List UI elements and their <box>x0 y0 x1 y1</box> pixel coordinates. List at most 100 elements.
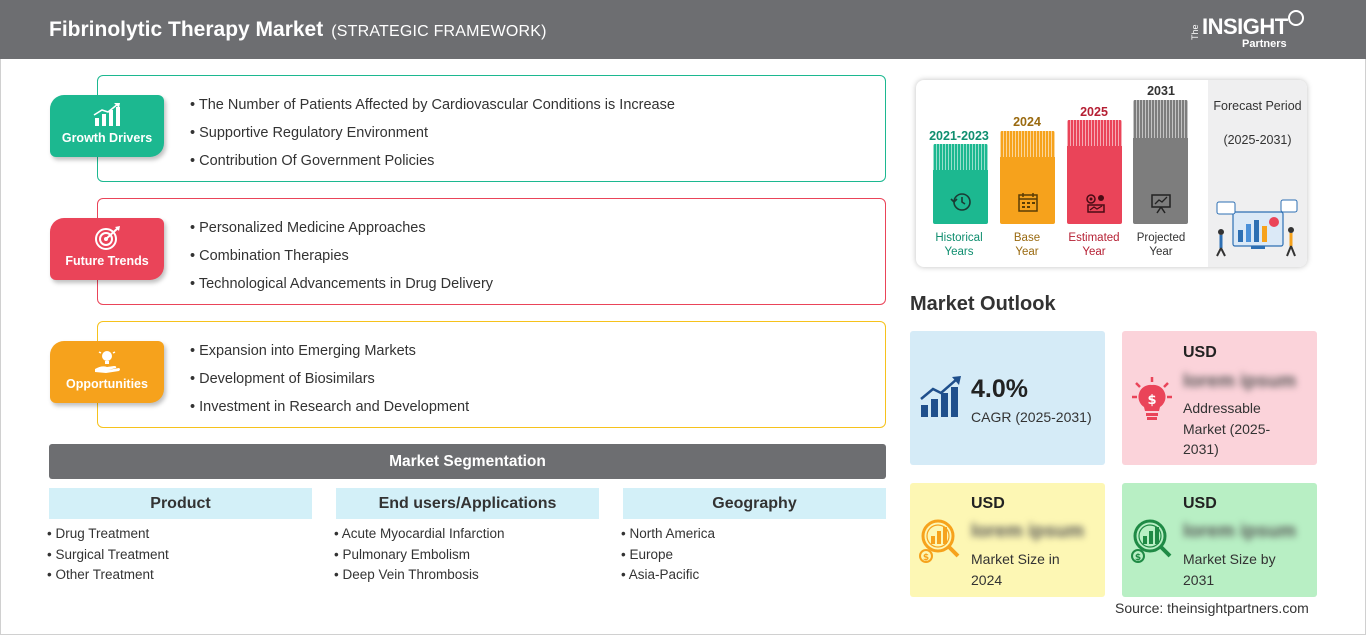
list-item: Europe <box>621 547 715 568</box>
magnifier-chart-icon: $ <box>1131 519 1172 563</box>
list-item: Investment in Research and Development <box>190 398 469 426</box>
presentation-icon <box>1151 194 1171 214</box>
segment-list-geography: North America Europe Asia-Pacific <box>621 526 715 588</box>
calendar-icon <box>1018 193 1038 212</box>
timeline-year-projected: 2031 <box>1147 84 1175 98</box>
size-2031-label: Market Size by 2031 <box>1183 551 1276 588</box>
logo-insight: INSIGHT <box>1202 14 1288 39</box>
label-line: Years <box>944 246 974 258</box>
opportunities-label: Opportunities <box>66 377 148 391</box>
list-item: North America <box>621 526 715 547</box>
timeline-bar-base <box>1000 131 1055 224</box>
market-size-2024-card: USD lorem ipsum $ Market Size in 2024 <box>910 483 1105 597</box>
page-title-text: Fibrinolytic Therapy Market <box>49 18 324 41</box>
source-note: Source: theinsightpartners.com <box>1115 600 1309 616</box>
label-line: Year <box>1082 246 1106 258</box>
opportunities-tag: Opportunities <box>50 341 164 403</box>
growth-drivers-box: The Number of Patients Affected by Cardi… <box>97 75 886 182</box>
list-item: Supportive Regulatory Environment <box>190 124 675 152</box>
size-2031-currency: USD <box>1183 495 1217 512</box>
cagr-label: CAGR (2025-2031) <box>971 409 1092 425</box>
settings-chart-icon <box>1086 194 1105 213</box>
timeline-year-estimated: 2025 <box>1080 105 1108 119</box>
lightbulb-dollar-icon: $ <box>1132 377 1172 420</box>
future-trends-box: Personalized Medicine Approaches Combina… <box>97 198 886 305</box>
addressable-market-card: USD lorem ipsum $ Addressable Market (20… <box>1122 331 1317 465</box>
segment-header-end-users: End users/Applications <box>336 488 599 519</box>
timeline-label-historical: Historical Years <box>924 231 994 259</box>
growth-drivers-tag: Growth Drivers <box>50 95 164 157</box>
timeline-label-estimated: Estimated Year <box>1059 231 1129 259</box>
analytics-people-illustration-icon <box>1216 199 1298 257</box>
label-line: Estimated <box>1068 232 1120 244</box>
cagr-value: 4.0% <box>971 375 1028 403</box>
bar-stripes <box>933 144 988 170</box>
list-item: Combination Therapies <box>190 247 493 275</box>
growth-drivers-label: Growth Drivers <box>61 131 153 145</box>
list-item: Other Treatment <box>47 567 169 588</box>
size-2024-label: Market Size in 2024 <box>971 551 1060 588</box>
timeline-card: 2021-2023 Historical Years 2024 Base Yea… <box>916 80 1307 267</box>
opportunities-box: Expansion into Emerging Markets Developm… <box>97 321 886 428</box>
market-outlook-title: Market Outlook <box>910 293 1056 315</box>
magnifier-chart-icon: $ <box>919 519 960 563</box>
label-line: Base <box>1013 232 1041 244</box>
page-subtitle: (STRATEGIC FRAMEWORK) <box>331 23 547 40</box>
hand-lightbulb-icon <box>95 351 120 373</box>
bar-chart-growth-icon <box>93 103 120 126</box>
size-2024-currency: USD <box>971 495 1005 512</box>
future-trends-label: Future Trends <box>65 254 149 268</box>
list-item: Development of Biosimilars <box>190 370 469 398</box>
segment-header-geography: Geography <box>623 488 886 519</box>
logo-the: The <box>1190 24 1200 40</box>
timeline-bar-historical <box>933 144 988 224</box>
size-2031-value: lorem ipsum <box>1183 521 1296 542</box>
list-item: Personalized Medicine Approaches <box>190 219 493 247</box>
label-line: Year <box>1015 246 1039 258</box>
list-item: Expansion into Emerging Markets <box>190 342 469 370</box>
market-segmentation-bar: Market Segmentation <box>49 444 886 479</box>
addressable-label: Addressable Market (2025-2031) <box>1183 400 1271 457</box>
header: Fibrinolytic Therapy Market (STRATEGIC FR… <box>0 0 1366 59</box>
forecast-title: Forecast Period <box>1213 99 1302 113</box>
svg-text:$: $ <box>1135 553 1141 563</box>
timeline-year-base: 2024 <box>1013 115 1041 129</box>
size-2024-value: lorem ipsum <box>971 521 1084 542</box>
bar-stripes <box>1133 100 1188 138</box>
label-line: Historical <box>935 232 983 244</box>
segment-header-product: Product <box>49 488 312 519</box>
timeline-label-projected: Projected Year <box>1126 231 1196 259</box>
logo-ring-icon <box>1288 10 1304 26</box>
bar-stripes <box>1000 131 1055 157</box>
cagr-card: 4.0% CAGR (2025-2031) <box>910 331 1105 465</box>
target-icon <box>95 226 120 250</box>
company-logo[interactable]: The INSIGHT Partners <box>1190 10 1310 54</box>
timeline-label-base: Base Year <box>992 231 1062 259</box>
page-title: Fibrinolytic Therapy Market (STRATEGIC FR… <box>49 18 547 42</box>
bar-stripes <box>1067 120 1122 146</box>
list-item: Deep Vein Thrombosis <box>334 567 505 588</box>
list-item: Technological Advancements in Drug Deliv… <box>190 275 493 303</box>
list-item: Pulmonary Embolism <box>334 547 505 568</box>
growth-drivers-list: The Number of Patients Affected by Cardi… <box>190 96 675 180</box>
svg-text:$: $ <box>1147 393 1156 408</box>
timeline-bar-projected <box>1133 100 1188 224</box>
opportunities-list: Expansion into Emerging Markets Developm… <box>190 342 469 426</box>
timeline-year-historical: 2021-2023 <box>929 129 989 143</box>
list-item: Surgical Treatment <box>47 547 168 568</box>
addressable-value: lorem ipsum <box>1183 371 1296 392</box>
future-trends-tag: Future Trends <box>50 218 164 280</box>
logo-partners: Partners <box>1242 38 1287 50</box>
svg-text:$: $ <box>923 553 929 563</box>
timeline-bar-estimated <box>1067 120 1122 224</box>
list-item: The Number of Patients Affected by Cardi… <box>190 96 675 124</box>
future-trends-list: Personalized Medicine Approaches Combina… <box>190 219 493 303</box>
history-clock-icon <box>950 193 971 211</box>
list-item: Contribution Of Government Policies <box>190 152 675 180</box>
label-line: Year <box>1149 246 1173 258</box>
label-line: Projected <box>1136 232 1186 244</box>
segment-list-product: Drug Treatment Surgical Treatment Other … <box>47 526 169 588</box>
market-size-2031-card: USD lorem ipsum $ Market Size by 2031 <box>1122 483 1317 597</box>
list-item: Acute Myocardial Infarction <box>334 526 505 547</box>
addressable-currency: USD <box>1183 344 1217 361</box>
